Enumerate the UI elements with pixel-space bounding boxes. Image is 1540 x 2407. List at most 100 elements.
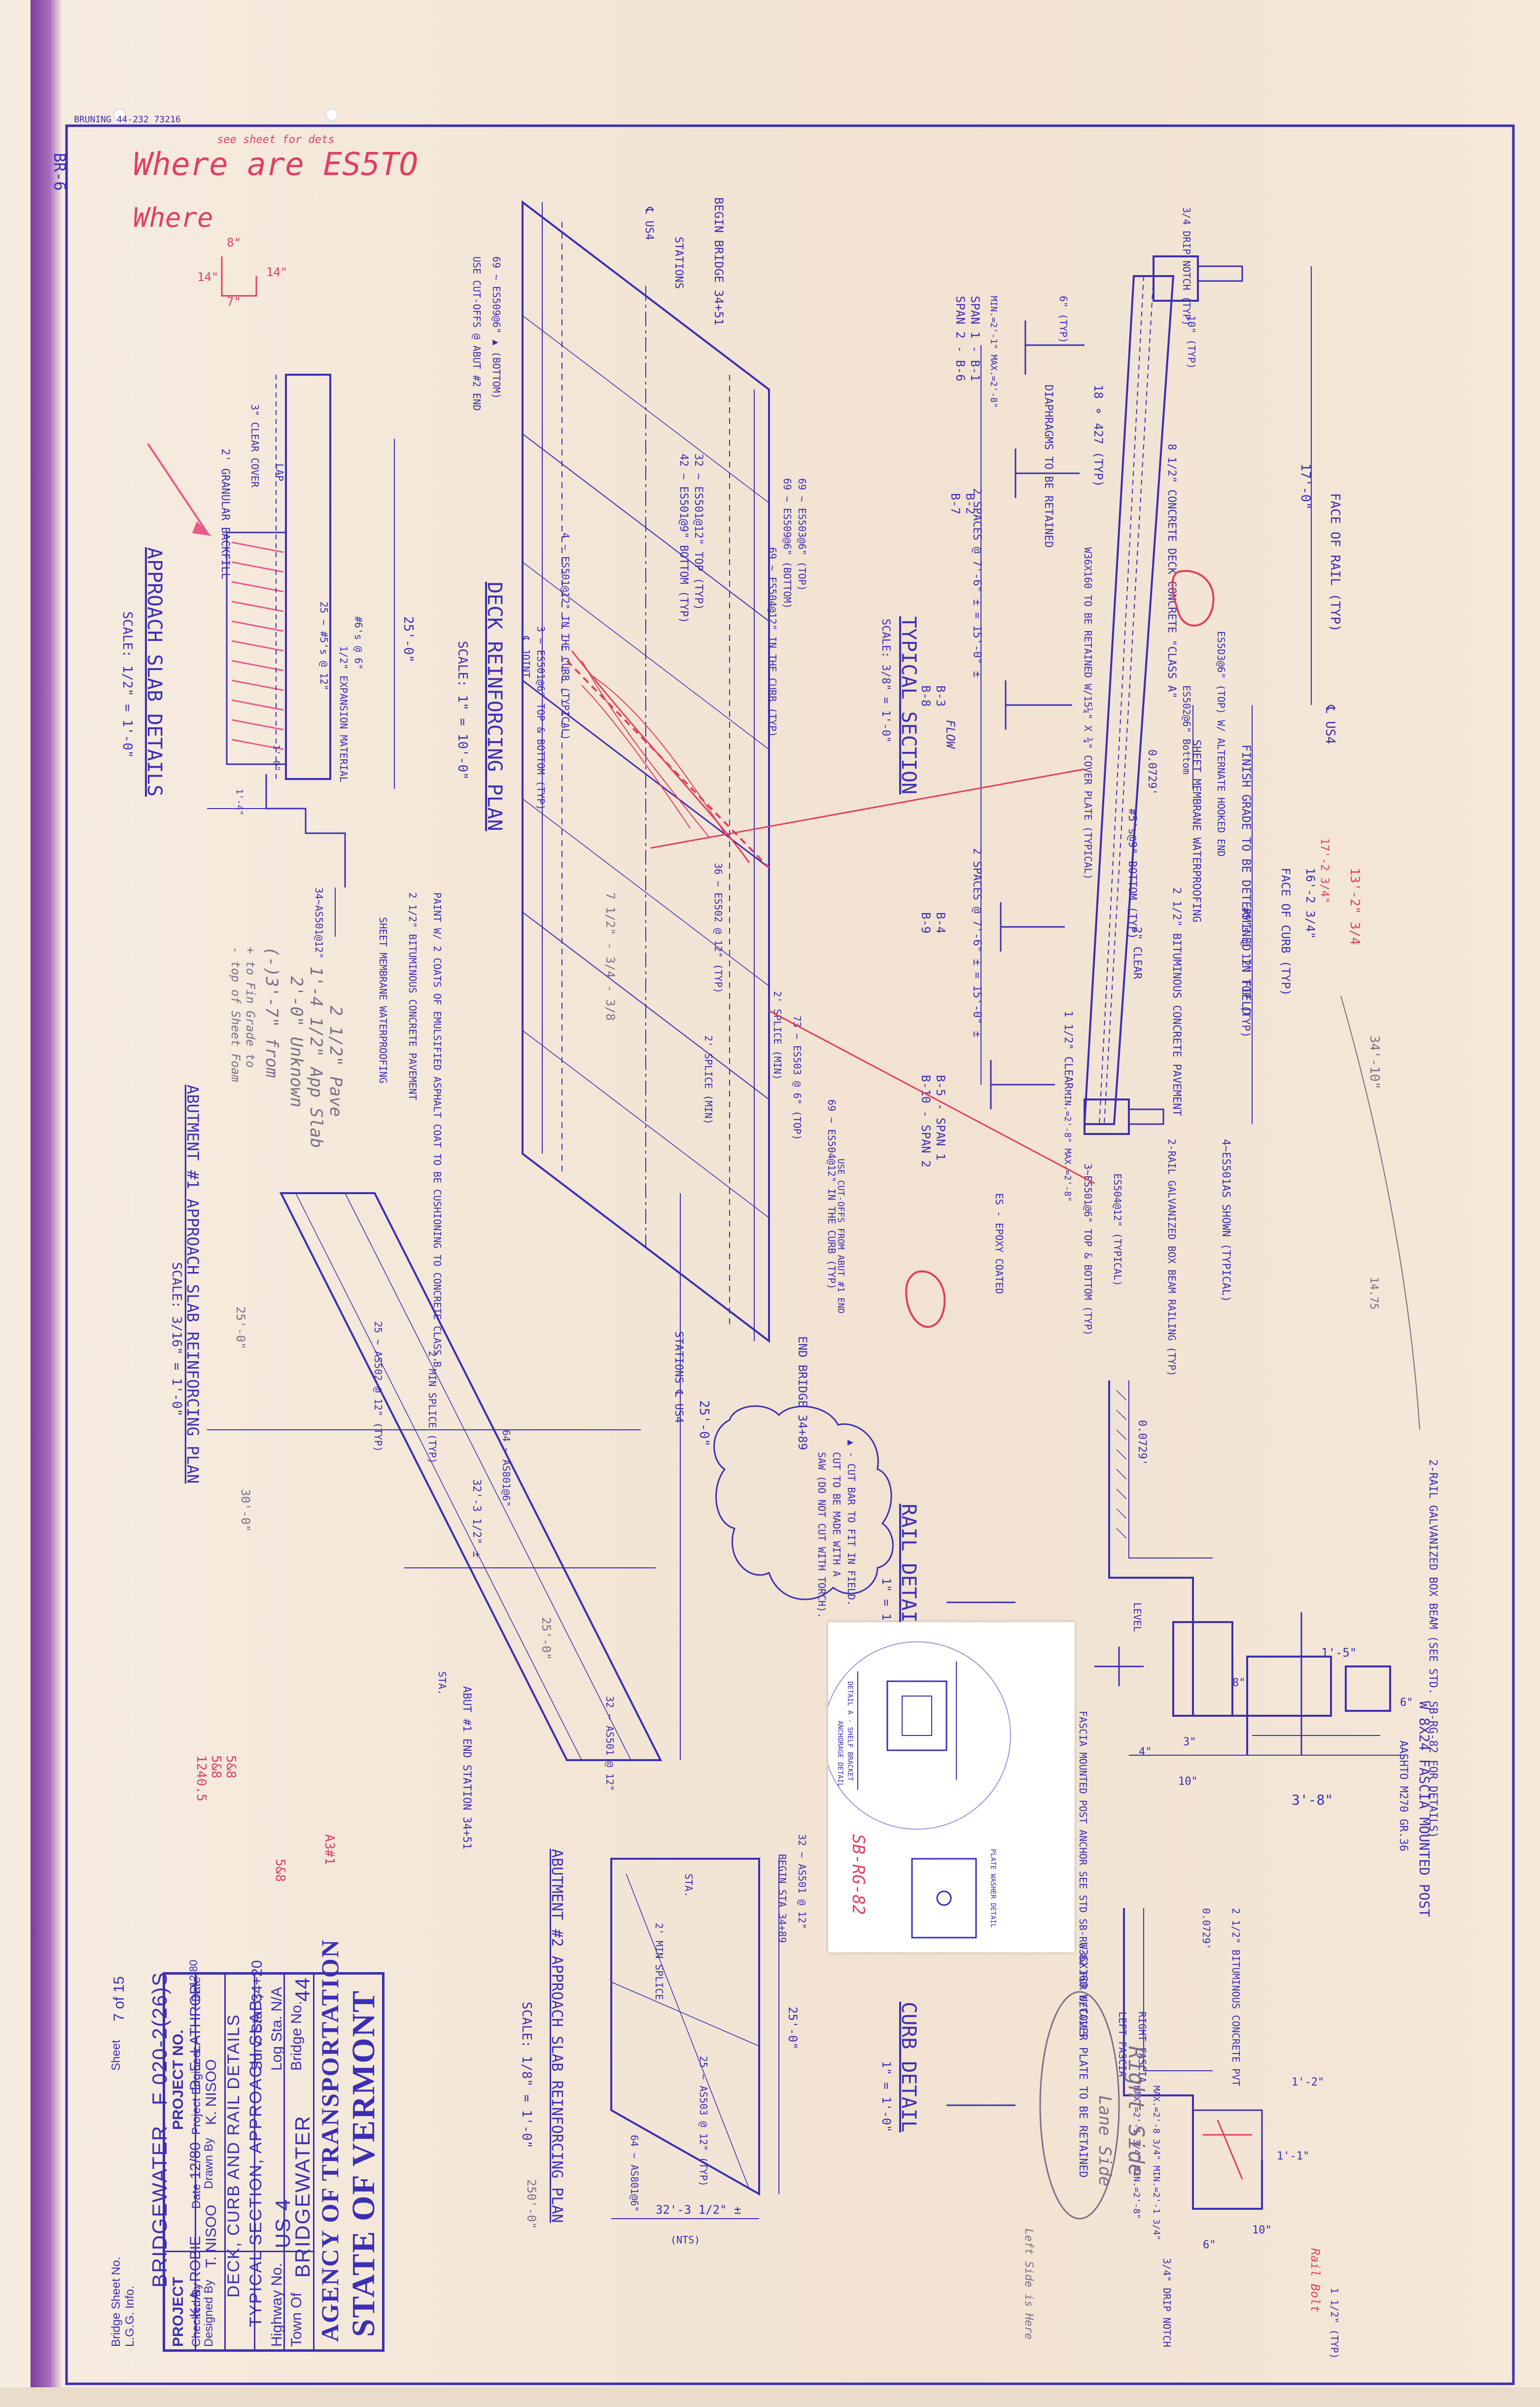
note-pencil-5: 25'-0" bbox=[234, 1307, 247, 1349]
abutment1-dim-25: 25'-0" bbox=[697, 1400, 711, 1447]
curb-right bbox=[1084, 1098, 1130, 1135]
stations-end-label: STATIONS ℄ US4 bbox=[672, 1331, 685, 1423]
note-4: 4 ~ ES501@12" IN THE CURB (TYPICAL) bbox=[560, 532, 571, 740]
es-top-note: ES5D3@6" (TOP) W/ ALTERNATE HOOKED END bbox=[1215, 631, 1227, 857]
note-pave-4: (-)3'-7" from bbox=[262, 947, 281, 1078]
paint-note: PAINT W/ 2 COATS OF EMULSIFIED ASPHALT C… bbox=[431, 892, 443, 1367]
note-where-2: Where bbox=[133, 202, 213, 233]
typical-section-scale: SCALE: 3/8" = 1'-0" bbox=[879, 619, 892, 743]
curb-right-fascia: RIGHT FASCIA bbox=[1136, 2012, 1148, 2083]
bars-b-note: #6's @ 6" bbox=[352, 616, 364, 670]
note-splice: 2' SPLICE (MIN) bbox=[771, 991, 783, 1080]
rail-dim-6: 6" bbox=[1400, 1697, 1413, 1709]
note-69-curb: 69 ~ ES504@12" IN THE CURB (TYP) bbox=[767, 547, 778, 737]
begin-bridge-label: BEGIN BRIDGE 34+51 bbox=[712, 197, 726, 325]
bolts-note: 18 ⚬ 427 (TYP) bbox=[1091, 385, 1105, 487]
note-pencil-2: 13'-2" 3/4 bbox=[1347, 868, 1362, 945]
bars-34-note: 34~AS501@12" bbox=[313, 887, 325, 959]
girder-b4-label: B-4 bbox=[934, 912, 947, 933]
note-pave-5: + to Fin Grade to bbox=[244, 947, 257, 1068]
curb-crown: 0.0729' bbox=[1200, 1908, 1212, 1949]
typical-section-labels: TYPICAL SECTION SCALE: 3/8" = 1'-0" FACE… bbox=[879, 207, 1342, 1377]
rail-post: W 8X24 FASCIA MOUNTED POST bbox=[1416, 1701, 1433, 1917]
cloud-line-3: SAW (DO NOT CUT WITH TORCH). bbox=[816, 1452, 828, 1618]
inset-code: SB-RG-82 bbox=[848, 1834, 868, 1915]
dim-1-0-note: 1'-0" bbox=[271, 744, 281, 771]
curb-dim-6: 6" bbox=[1203, 2239, 1216, 2251]
curb-dim-10: 10" bbox=[1252, 2224, 1272, 2236]
note-pave-6: - top of Sheet Foam bbox=[229, 947, 243, 1082]
face-of-rail-label: FACE OF RAIL (TYP) bbox=[1328, 493, 1342, 632]
max-min-left: MIN.=2'-1" MAX.=2'-8" bbox=[988, 296, 999, 408]
inset-label-a: DETAIL A - SHELF BRACKET bbox=[846, 1681, 854, 1781]
es504-note: ES504@12" (TYPICAL) bbox=[1112, 1173, 1123, 1286]
abutment2-plan bbox=[610, 1858, 779, 2219]
rail-detail bbox=[946, 1380, 1405, 1756]
curb-dim-1-5: 1 1/2" (TYP) bbox=[1329, 2288, 1340, 2359]
abutment2-dim-32: 32'-3 1/2" ± bbox=[656, 2203, 741, 2217]
punch-hole bbox=[113, 108, 126, 121]
bars-a-note: 25 ~ #5's @ 12" bbox=[318, 602, 330, 691]
red-arrow-2 bbox=[769, 1010, 1095, 1184]
deck-note: 8 1/2" CONCRETE DECK CONCRETE "CLASS A" bbox=[1165, 444, 1178, 699]
lap-note: LAP bbox=[274, 463, 285, 481]
note-32: 32 ~ ES501@12" TOP (TYP) bbox=[692, 454, 704, 610]
abutment2-sta: STA. bbox=[683, 1874, 695, 1897]
max-min-right: MIN.=2'-8" MAX.=2'-8" bbox=[1062, 1090, 1073, 1202]
note-top-question: Where are ES5TO bbox=[133, 146, 418, 183]
abutment1-sta: STA. bbox=[436, 1671, 448, 1695]
typical-section-title: TYPICAL SECTION bbox=[897, 616, 920, 794]
es501as-note: 4~ES501AS SHOWN (TYPICAL) bbox=[1220, 1139, 1232, 1302]
sheet-edge-binding bbox=[31, 0, 62, 2407]
girder-b7-label: B-7 bbox=[948, 493, 962, 514]
red-circle-mark-2 bbox=[905, 1270, 946, 1328]
cloud-line-1: ▲ - CUT BAR TO FIT IN FIELD. bbox=[845, 1440, 857, 1606]
abutment1-scale: SCALE: 3/16" = 1'-0" bbox=[169, 1262, 184, 1416]
bituminous-note: 2 1/2" BITUMINOUS CONCRETE PAVEMENT bbox=[1170, 887, 1183, 1116]
stair-sketch bbox=[221, 256, 257, 297]
girder-b10-label: B-10 - SPAN 2 bbox=[919, 1075, 933, 1168]
deck-reinforcing-plan bbox=[522, 200, 770, 1344]
punch-hole bbox=[325, 108, 338, 121]
sheet-tab: BR-6 bbox=[50, 153, 69, 191]
note-pencil-8: 25'-0" bbox=[539, 1617, 553, 1660]
finish-grade-note: FINISH GRADE TO BE DETERMINED IN FIELD bbox=[1239, 744, 1253, 1015]
dim-16-label: 16'-2 3/4" bbox=[1303, 868, 1317, 939]
rail-level: LEVEL bbox=[1131, 1602, 1143, 1632]
us4-label: ℄ US4 bbox=[1323, 705, 1337, 744]
abutment1-splice: 2' MIN SPLICE (TYP) bbox=[426, 1351, 438, 1464]
flow-arrow-label: FLOW bbox=[944, 720, 957, 749]
joint-label: ℄ JOINT bbox=[520, 636, 532, 678]
es501-bottom-note: 3~ES501@6" TOP & BOTTOM (TYP) bbox=[1082, 1164, 1094, 1336]
note-73: 73 ~ ES503 @ 6" (TOP) bbox=[791, 1016, 803, 1140]
crown-note: 0.0729' bbox=[1146, 749, 1158, 795]
end-bridge-label: END BRIDGE 34+89 bbox=[796, 1336, 809, 1450]
note-top-small: see sheet for dets bbox=[217, 134, 334, 146]
membrane-approach: SHEET MEMBRANE WATERPROOFING bbox=[377, 917, 389, 1083]
note-pencil-1: 34'-10" bbox=[1367, 1035, 1382, 1090]
note-stair-a: 8" bbox=[227, 236, 241, 249]
girder-b8-label: B-8 bbox=[919, 685, 933, 707]
stations-label: STATIONS bbox=[672, 237, 685, 289]
note-cutoffs: USE CUT-OFFS @ ABUT #2 END bbox=[471, 256, 483, 411]
curb-detail bbox=[946, 1908, 1263, 2220]
note-rail-bolt: Rail Bolt bbox=[1308, 2248, 1322, 2312]
girder-b5-label: B-5 - SPAN 1 bbox=[934, 1075, 947, 1160]
bars-s3-note: #5's @ 12" TOP (TYP) bbox=[1239, 907, 1252, 1038]
pencil-arc bbox=[1340, 995, 1420, 1430]
dim-10-note: 10" (TYP) bbox=[1186, 316, 1197, 369]
curb-drip: 3/4" DRIP NOTCH bbox=[1161, 2258, 1173, 2347]
abutment1-plan bbox=[207, 1192, 681, 1761]
curb-left-fascia: LEFT FASCIA bbox=[1117, 2012, 1128, 2077]
clear-note: 2" CLEAR bbox=[1131, 927, 1143, 980]
note-69-bottom-2: 69 ~ ES509@6" (BOTTOM) bbox=[781, 478, 793, 609]
abutment2-title: ABUTMENT #2 APPROACH SLAB REINFORCING PL… bbox=[548, 1849, 565, 2223]
approach-slab bbox=[285, 374, 331, 780]
note-pencil-6: 30'-0" bbox=[239, 1489, 252, 1532]
deck-plan-scale: SCALE: 1" = 10'-0" bbox=[455, 641, 470, 780]
abutment1-dim-32: 32'-3 1/2" ± bbox=[470, 1479, 483, 1557]
abutment2-bars-25: 25 ~ AS503 @ 12" (TYP) bbox=[698, 2056, 709, 2187]
note-stair-b: 14" bbox=[197, 270, 218, 284]
